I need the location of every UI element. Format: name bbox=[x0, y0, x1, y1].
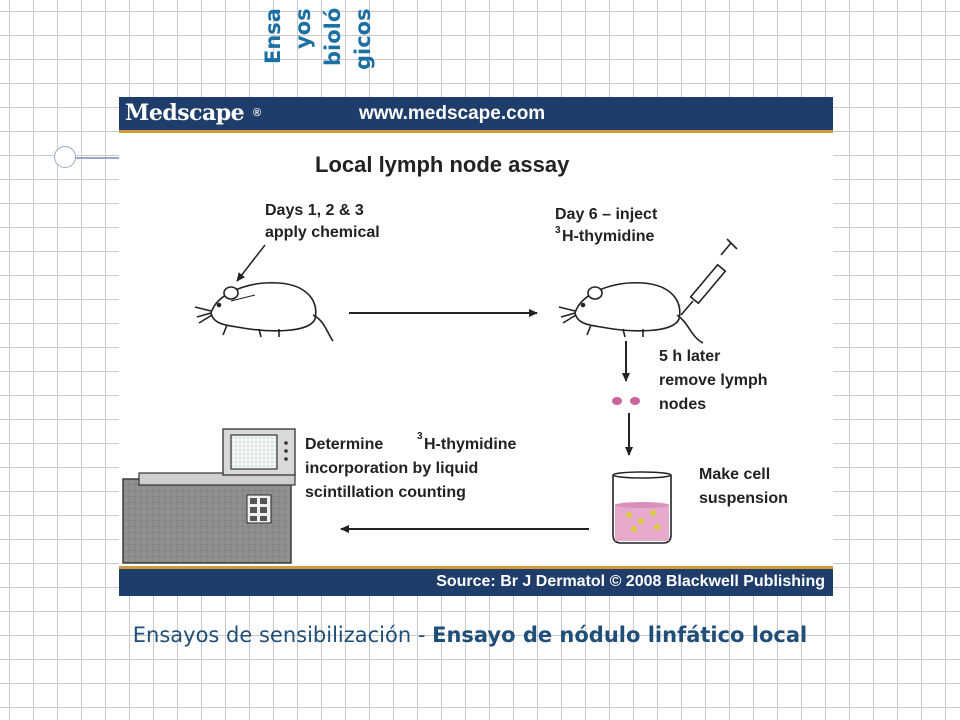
decorative-circle-icon bbox=[54, 146, 76, 168]
step2-label-line1: Day 6 – inject bbox=[555, 206, 658, 223]
step3-label-line1: 5 h later bbox=[659, 348, 720, 365]
vertical-title-line-2: yos bbox=[291, 8, 315, 49]
step5-label-line1b: H-thymidine bbox=[424, 436, 517, 453]
step5-label-line2: incorporation by liquid bbox=[305, 460, 478, 477]
vertical-title-line-3: bioló bbox=[321, 8, 345, 67]
figure-url: www.medscape.com bbox=[359, 103, 546, 124]
figure-title: Local lymph node assay bbox=[315, 152, 570, 177]
lymph-node-assay-figure: Medscape ® www.medscape.com Loca bbox=[119, 97, 833, 596]
figure-footer-bar: Source: Br J Dermatol © 2008 Blackwell P… bbox=[119, 566, 833, 596]
step2-superscript: 3 bbox=[555, 225, 561, 236]
vertical-title-line-1: Ensa bbox=[261, 8, 285, 64]
mouse-right-icon bbox=[558, 282, 704, 344]
caption-plain-text: Ensayos de sensibilización - bbox=[132, 623, 433, 647]
syringe-icon bbox=[680, 238, 738, 316]
beaker-icon bbox=[612, 471, 672, 544]
vertical-slide-title: Ensa yos bioló gicos bbox=[258, 8, 384, 78]
step3-label-line3: nodes bbox=[659, 396, 706, 413]
step5-label-line3: scintillation counting bbox=[305, 484, 466, 501]
decorative-line bbox=[64, 157, 120, 159]
figure-header-bar: Medscape ® www.medscape.com bbox=[119, 97, 833, 133]
scintillation-counter-icon bbox=[122, 428, 296, 564]
mouse-left-icon bbox=[194, 282, 334, 342]
figure-body: Local lymph node assay Days 1, 2 & 3 app… bbox=[119, 133, 833, 566]
registered-mark: ® bbox=[253, 107, 262, 119]
step5-superscript: 3 bbox=[417, 431, 423, 442]
step3-label-line2: remove lymph bbox=[659, 372, 767, 389]
step5-label-line1a: Determine bbox=[305, 436, 383, 453]
lymph-nodes-icon bbox=[612, 397, 640, 405]
assay-diagram: Local lymph node assay Days 1, 2 & 3 app… bbox=[122, 152, 788, 564]
medscape-logo: Medscape bbox=[125, 100, 245, 126]
step4-label-line2: suspension bbox=[699, 490, 788, 507]
caption-bold-text: Ensayo de nódulo linfático local bbox=[432, 623, 808, 647]
apply-pointer-arrow bbox=[236, 244, 266, 282]
step4-label-line1: Make cell bbox=[699, 466, 770, 483]
vertical-title-line-4: gicos bbox=[351, 8, 375, 70]
slide-caption: Ensayos de sensibilización - Ensayo de n… bbox=[120, 621, 820, 649]
step1-label-line2: apply chemical bbox=[265, 224, 380, 241]
figure-source: Source: Br J Dermatol © 2008 Blackwell P… bbox=[436, 573, 825, 590]
step1-label-line1: Days 1, 2 & 3 bbox=[265, 202, 364, 219]
step2-label-line2: H-thymidine bbox=[562, 228, 655, 245]
